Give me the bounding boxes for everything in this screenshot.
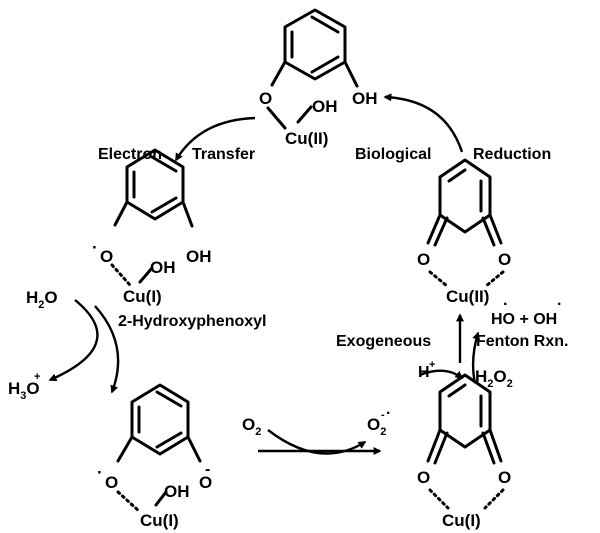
svg-text:H2O2: H2O2 <box>475 367 513 390</box>
double-bond <box>310 55 340 74</box>
copper-i-label: Cu(I) <box>123 287 162 306</box>
oxygen-species: O2 <box>242 415 261 438</box>
o2-to-superoxide-arrow <box>267 429 367 455</box>
proton-arrow <box>419 369 464 379</box>
carbonyl-oxygen-label: O <box>498 250 511 269</box>
copper-i-label: Cu(I) <box>442 511 481 530</box>
c-o-bond <box>113 200 129 227</box>
svg-text:O2: O2 <box>242 415 261 438</box>
catecholate-cu1-complex: · O O - OH Cu(I) <box>97 383 212 530</box>
carbonyl-bond <box>488 428 503 463</box>
biological-label: Biological <box>355 146 431 163</box>
double-bond <box>155 431 183 449</box>
radical-dot: · <box>503 296 508 313</box>
proton-species: H + <box>418 359 435 381</box>
hydroxyphenoxyl-down-arrow <box>94 305 120 394</box>
coordination-bond <box>428 270 449 288</box>
electron-label: Electron <box>98 146 162 163</box>
radical-dot: · <box>97 463 103 482</box>
h2o-to-h3o-arrow <box>48 299 99 382</box>
radical-dot: · <box>386 405 391 422</box>
coordination-bond <box>428 488 450 510</box>
biological-reduction-arrow <box>383 93 464 153</box>
fenton-reaction-label: Fenton Rxn. <box>476 333 568 350</box>
o-cu-bond <box>266 106 287 130</box>
c-oh-bond <box>343 60 359 88</box>
svg-text:H: H <box>418 364 430 381</box>
radical-dot: · <box>557 296 562 313</box>
coordination-bond <box>110 263 132 287</box>
hydroxyl-on-copper-label: OH <box>150 258 176 277</box>
negative-charge: - <box>205 461 210 478</box>
electron-transfer-arrow <box>174 116 256 162</box>
exogeneous-label: Exogeneous <box>336 333 431 350</box>
water-species: H2O <box>26 288 58 311</box>
oxygen-label: O <box>259 89 272 108</box>
coordination-bond <box>483 488 505 510</box>
copper-ii-label: Cu(II) <box>285 129 328 148</box>
oxygen-label: O <box>105 473 118 492</box>
svg-text:O2: O2 <box>367 415 386 438</box>
oh-cu-bond <box>154 490 168 507</box>
carbonyl-bond <box>433 216 449 247</box>
double-bond <box>310 15 340 34</box>
benzene-ring <box>130 383 190 456</box>
carbonyl-bond <box>426 428 442 463</box>
copper-ii-label: Cu(II) <box>446 287 489 306</box>
coordination-bond <box>484 270 505 288</box>
hydroxyl-on-copper-label: OH <box>312 97 338 116</box>
catechol-cu2-complex: O OH OH Cu(II) <box>259 8 378 148</box>
benzene-ring <box>125 148 185 221</box>
hydroxyl-on-copper-label: OH <box>164 482 190 501</box>
radical-anion-charge: - <box>381 409 385 421</box>
h2o2-entry-arrow <box>471 331 481 384</box>
c-o-bond <box>116 435 134 463</box>
carbonyl-bond <box>488 213 503 245</box>
double-bond <box>447 383 467 398</box>
double-bond <box>447 168 467 183</box>
hydroxyl-label: OH <box>186 247 212 266</box>
transfer-label: Transfer <box>192 146 255 163</box>
hydroxyl-radicals-label: HO + OH <box>491 311 557 328</box>
quinone-ring <box>438 158 492 234</box>
double-bond <box>155 390 183 408</box>
carbonyl-oxygen-label: O <box>417 250 430 269</box>
c-o-bond <box>270 60 287 87</box>
reduction-label: Reduction <box>473 146 551 163</box>
oh-cu-bond <box>138 266 154 284</box>
radical-dot: · <box>92 238 98 257</box>
svg-text:H2O: H2O <box>26 288 58 311</box>
svg-text:H3O: H3O <box>8 379 40 402</box>
quinone-cu1-complex: O O Cu(I) <box>417 373 511 530</box>
carbonyl-bond <box>481 431 496 465</box>
c-o-bond <box>186 435 202 463</box>
hydroxyl-label: OH <box>352 89 378 108</box>
double-bond <box>150 155 178 173</box>
double-bond <box>150 196 178 214</box>
hydroxyphenoxyl-cu1-complex: · O OH OH Cu(I) <box>92 148 212 306</box>
hydroxyphenoxyl-label: 2-Hydroxyphenoxyl <box>118 313 266 330</box>
carbonyl-bond <box>426 213 442 245</box>
coordination-bond <box>116 490 142 514</box>
benzene-ring <box>283 8 347 81</box>
oxygen-label: O <box>100 247 113 266</box>
hydronium-species: H3O + <box>8 371 40 402</box>
carbonyl-oxygen-label: O <box>498 468 511 487</box>
c-oh-bond <box>181 200 194 228</box>
oxygen-anion-label: O <box>199 473 212 492</box>
positive-charge: + <box>34 371 40 383</box>
positive-charge: + <box>429 359 435 371</box>
hydrogen-peroxide-species: H2O2 <box>475 367 513 390</box>
carbonyl-bond <box>481 216 496 247</box>
carbonyl-oxygen-label: O <box>417 468 430 487</box>
quinone-ring <box>438 373 492 449</box>
quinone-cu2-complex: O O Cu(II) <box>417 158 511 306</box>
carbonyl-bond <box>433 431 449 465</box>
copper-i-label: Cu(I) <box>140 511 179 530</box>
oh-cu-bond <box>296 105 313 124</box>
superoxide-species: O2 - · <box>367 405 391 438</box>
